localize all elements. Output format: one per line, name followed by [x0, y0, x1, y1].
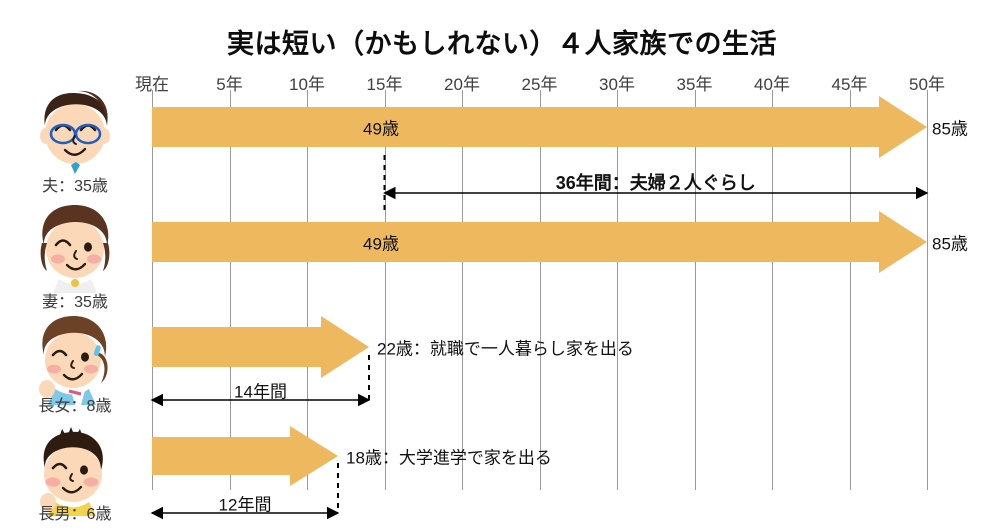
son-avatar — [25, 416, 125, 516]
bar-end-label-son: 18歳：大学進学で家を出る — [346, 448, 552, 468]
gridline-45 — [849, 90, 851, 490]
bar-arrowhead-husband — [879, 96, 927, 158]
gridline-5 — [229, 90, 231, 490]
person-label-daughter: 長女：8歳 — [38, 398, 112, 415]
x-tick-label-15: 15年 — [366, 75, 403, 94]
gridline-25 — [539, 90, 541, 490]
bar-body-husband — [152, 107, 879, 147]
bar-arrowhead-wife — [879, 211, 927, 273]
daughter-avatar — [25, 305, 125, 405]
gridline-50 — [927, 90, 928, 490]
x-tick-label-0: 現在 — [135, 75, 169, 94]
bar-arrowhead-daughter — [321, 316, 369, 378]
couple-span-label: 36年間：夫婦２人ぐらし — [555, 173, 756, 193]
x-tick-label-30: 30年 — [599, 75, 635, 94]
x-tick-label-10: 10年 — [289, 75, 325, 94]
bar-end-label-husband: 85歳 — [932, 119, 968, 139]
gridline-30 — [617, 90, 618, 490]
bar-inner-label-husband: 49歳 — [363, 119, 399, 139]
gridline-15 — [384, 90, 386, 490]
gridline-10 — [307, 90, 308, 490]
x-tick-label-20: 20年 — [444, 75, 480, 94]
bar-body-son — [152, 437, 290, 475]
page-title: 実は短い（かもしれない）４人家族での生活 — [227, 29, 777, 59]
son-span-label: 12年間 — [218, 495, 272, 515]
bar-end-label-wife: 85歳 — [932, 234, 968, 254]
person-label-son: 長男：6歳 — [38, 506, 112, 523]
x-tick-label-35: 35年 — [676, 75, 713, 94]
bar-end-label-daughter: 22歳：就職で一人暮らし家を出る — [377, 339, 634, 359]
x-tick-label-5: 5年 — [216, 75, 243, 94]
gridline-35 — [694, 90, 696, 490]
wife-avatar — [25, 193, 125, 293]
bar-body-daughter — [152, 327, 321, 367]
husband-avatar — [25, 78, 125, 178]
gridline-0 — [152, 90, 153, 490]
person-label-husband: 夫：35歳 — [42, 178, 108, 195]
x-tick-label-50: 50年 — [909, 75, 945, 94]
person-label-wife: 妻：35歳 — [42, 294, 108, 311]
gridline-20 — [462, 90, 463, 490]
x-tick-label-40: 40年 — [754, 75, 790, 94]
bar-arrowhead-son — [290, 426, 338, 486]
bar-body-wife — [152, 222, 879, 262]
x-tick-label-25: 25年 — [521, 75, 558, 94]
gridline-40 — [772, 90, 773, 490]
daughter-span-label: 14年間 — [234, 382, 287, 402]
bar-inner-label-wife: 49歳 — [363, 234, 399, 254]
x-tick-label-45: 45年 — [831, 75, 868, 94]
